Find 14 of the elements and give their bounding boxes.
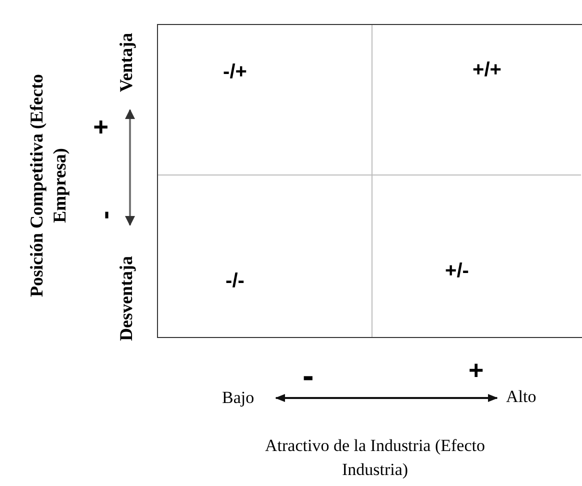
minus-sign: -	[90, 210, 117, 220]
axis-end-label: Bajo	[222, 388, 254, 408]
quadrant-label: +/-	[445, 260, 469, 283]
axis-title: Atractivo de la Industria (Efecto Industria)	[264, 435, 486, 481]
axis-end-label: Desventaja	[116, 256, 136, 340]
minus-sign: -	[302, 359, 314, 393]
axis-title: Posición Competitiva (Efecto Empresa)	[26, 72, 70, 299]
plus-sign: +	[87, 119, 114, 135]
axis-end-label: Alto	[506, 387, 536, 407]
quadrant-label: -/-	[226, 270, 244, 293]
quadrant-label: -/+	[223, 60, 247, 84]
plus-sign: +	[468, 357, 484, 383]
axis-end-label: Ventaja	[116, 32, 137, 92]
quadrant-label: +/+	[472, 58, 502, 82]
